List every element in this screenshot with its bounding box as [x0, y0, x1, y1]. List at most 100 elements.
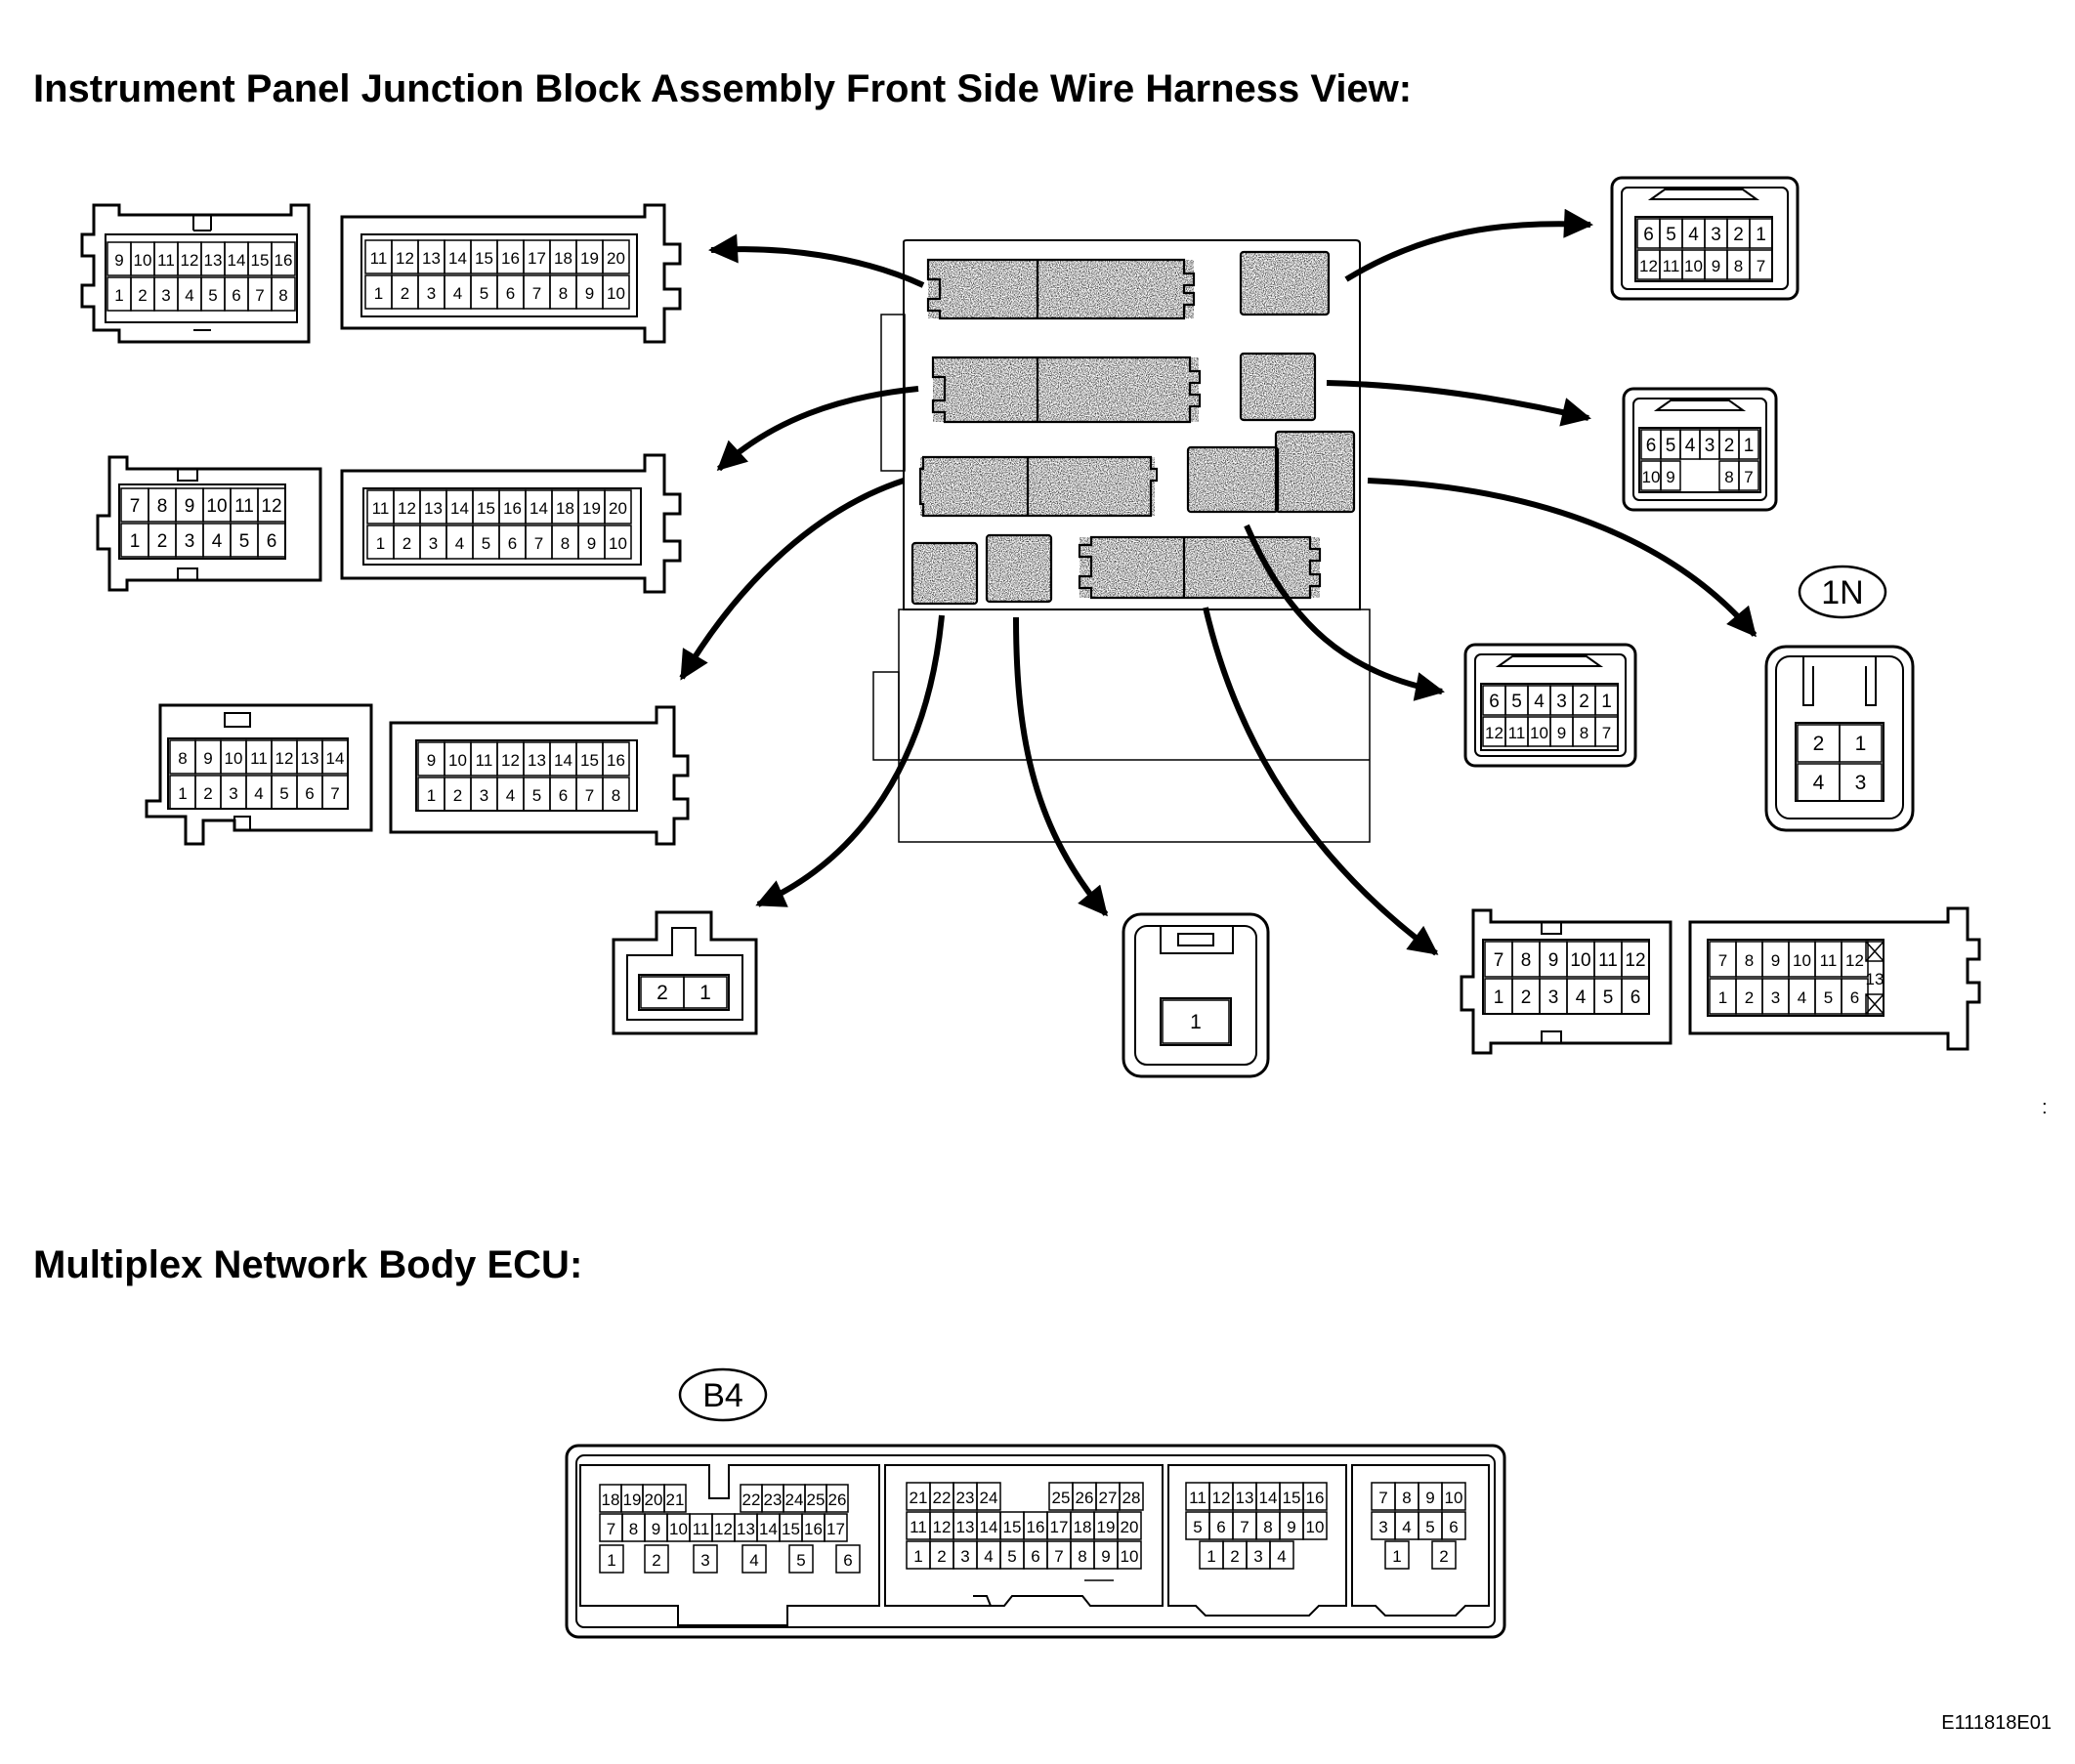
pin-cell: [824, 1513, 848, 1542]
ecu-b4-pin: 3: [960, 1547, 969, 1566]
connector-e-pin: 7: [330, 784, 339, 803]
connector-1n-pin: 2: [1813, 733, 1825, 755]
pin-cell: [1839, 763, 1883, 802]
connector-b-pin: 11: [370, 249, 388, 268]
pin-cell: [1162, 999, 1230, 1044]
connector-n-unused-cells: [1865, 941, 1884, 1015]
ecu-b4-pin: 10: [669, 1520, 688, 1538]
pin-cell: [1621, 978, 1650, 1015]
connector-c-pin: 4: [212, 531, 223, 552]
ecu-b4-pin: 22: [933, 1489, 952, 1507]
connector-c-pin: 5: [239, 531, 250, 552]
title-body-ecu: Multiplex Network Body ECU:: [33, 1243, 582, 1286]
connector-i-pin: 11: [1508, 724, 1526, 742]
pin-cell: [1119, 1482, 1144, 1511]
ecu-b4-pin: 18: [1074, 1518, 1092, 1536]
ecu-b4-pin: 19: [1097, 1518, 1116, 1536]
connector-g-pin: 4: [1688, 225, 1699, 245]
connector-n-pin: 4: [1798, 988, 1806, 1007]
connector-a-pin: 5: [208, 286, 217, 305]
ecu-b4-pin: 10: [1306, 1518, 1325, 1536]
connector-d-pin: 16: [503, 499, 522, 518]
stray-mark: :: [2042, 1097, 2048, 1118]
connector-a-pin: 7: [255, 286, 264, 305]
pin-cell: [602, 741, 630, 777]
pin-cell: [1431, 1540, 1457, 1570]
ecu-b4-pin: 15: [1283, 1489, 1301, 1507]
connector-h-pin: 6: [1646, 436, 1657, 456]
ecu-b4-pin: 12: [1212, 1489, 1231, 1507]
connector-e-pin: 12: [275, 749, 294, 768]
pin-cell: [1269, 1540, 1294, 1570]
connector-m-pin: 12: [1625, 950, 1645, 971]
connector-l-pin: 1: [1190, 1011, 1202, 1033]
connector-c-pin: 6: [267, 531, 277, 552]
ecu-b4-pin: 5: [1193, 1518, 1202, 1536]
connector-c-pin: 3: [185, 531, 195, 552]
connector-h-pin: 5: [1666, 436, 1676, 456]
pin-cell: [1660, 460, 1681, 491]
connector-e-pin: 11: [250, 749, 268, 768]
ecu-b4-pin: 10: [1121, 1547, 1139, 1566]
connector-c-pin: 12: [261, 496, 281, 517]
connector-f-pin: 2: [453, 786, 462, 805]
connector-b-pin: 7: [532, 284, 541, 303]
connector-d-pin: 2: [402, 534, 411, 553]
connector-f-pin: 3: [480, 786, 488, 805]
connector-f-pin: 16: [607, 751, 625, 770]
connector-g-pin: 7: [1757, 257, 1765, 275]
connector-n-pin: 12: [1845, 951, 1864, 970]
pin-cell: [321, 739, 349, 775]
connector-d-pin: 19: [582, 499, 601, 518]
connector-n-pin: 3: [1771, 988, 1780, 1007]
reference-code: E111818E01: [1941, 1712, 2052, 1734]
connector-d-pin: 9: [587, 534, 596, 553]
ecu-b4-pin: 1: [1207, 1547, 1215, 1566]
connector-g-pin: 2: [1733, 225, 1744, 245]
ecu-b4-pin: 9: [652, 1520, 660, 1538]
connector-b-pin: 20: [607, 249, 625, 268]
ecu-b4-pin: 18: [602, 1491, 620, 1509]
connector-d-pin: 20: [609, 499, 627, 518]
connector-b-pin: 13: [422, 249, 441, 268]
connector-h-pin: 10: [1642, 468, 1661, 486]
pin-cell: [741, 1544, 767, 1574]
connector-m-pin: 3: [1548, 987, 1559, 1008]
ecu-b4-pin: 14: [759, 1520, 778, 1538]
ecu-b4-pin: 24: [785, 1491, 804, 1509]
connector-b-pin: 19: [580, 249, 599, 268]
connector-i-pin: 2: [1579, 692, 1589, 712]
connector-m-pin: 11: [1598, 950, 1618, 971]
ecu-b4-pin: 21: [910, 1489, 928, 1507]
connector-g-pin: 11: [1663, 257, 1680, 275]
connector-e-pin: 8: [178, 749, 187, 768]
connector-b-pin: 6: [506, 284, 515, 303]
connector-a-pin: 12: [181, 251, 199, 270]
ecu-b4-pin: 5: [1425, 1518, 1434, 1536]
ecu-b4-pin: 27: [1099, 1489, 1118, 1507]
connector-a-pin: 6: [232, 286, 240, 305]
ecu-b4-pin: 17: [826, 1520, 845, 1538]
ecu-b4-pin: 2: [652, 1551, 660, 1570]
pin-cell: [604, 489, 632, 525]
connector-i-pin: 12: [1485, 724, 1503, 742]
connector-f-pin: 1: [427, 786, 436, 805]
connector-e-pin: 1: [178, 784, 187, 803]
connector-e-pin: 3: [229, 784, 237, 803]
connector-n-pin: 1: [1718, 988, 1727, 1007]
connector-m-pin: 4: [1576, 987, 1587, 1008]
connector-m-pin: 2: [1521, 987, 1532, 1008]
connector-d-pin: 1: [376, 534, 385, 553]
ecu-b4-pin: 4: [1277, 1547, 1286, 1566]
connector-f-pin: 5: [532, 786, 541, 805]
connector-a-pin: 2: [138, 286, 147, 305]
pin-cell: [663, 1484, 687, 1513]
connector-b-pin: 3: [427, 284, 436, 303]
pin-cell: [826, 1484, 849, 1513]
connector-e-pin: 5: [279, 784, 288, 803]
ecu-b4-pin: 4: [1402, 1518, 1411, 1536]
ecu-b4-pin: 6: [843, 1551, 852, 1570]
connector-a-pin: 3: [161, 286, 170, 305]
